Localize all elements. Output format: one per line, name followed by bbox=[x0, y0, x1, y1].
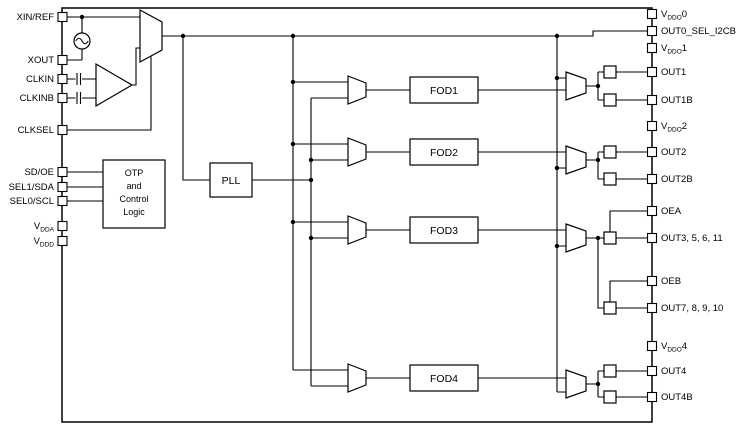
svg-text:OUT4B: OUT4B bbox=[661, 392, 693, 403]
pin-sd-oe: SD/OE bbox=[24, 166, 68, 178]
svg-text:XOUT: XOUT bbox=[28, 55, 55, 66]
pin-vdda: VDDA bbox=[34, 220, 68, 234]
capacitor-icon bbox=[76, 73, 82, 104]
pin-out0-sel-i2cb: OUT0_SEL_I2CB bbox=[646, 25, 736, 37]
svg-text:CLKSEL: CLKSEL bbox=[18, 125, 54, 136]
fod1-label: FOD1 bbox=[430, 85, 458, 97]
svg-text:VDDO2: VDDO2 bbox=[661, 121, 687, 134]
pin-vddd: VDDD bbox=[34, 235, 68, 249]
svg-text:OUT4: OUT4 bbox=[661, 366, 686, 377]
pll-label: PLL bbox=[222, 175, 241, 187]
pin-sel1-sda: SEL1/SDA bbox=[9, 181, 68, 193]
svg-text:SD/OE: SD/OE bbox=[24, 167, 54, 178]
svg-text:OUT2B: OUT2B bbox=[661, 174, 693, 185]
pin-vddo2: VDDO2 bbox=[646, 120, 687, 134]
out3-group-buffer bbox=[603, 231, 617, 245]
out3-mux bbox=[565, 223, 587, 253]
out1-mux bbox=[565, 71, 587, 101]
out7-group-buffer bbox=[603, 301, 617, 315]
svg-text:OEB: OEB bbox=[661, 276, 681, 287]
svg-text:OUT0_SEL_I2CB: OUT0_SEL_I2CB bbox=[661, 26, 736, 37]
pin-clkinb: CLKINB bbox=[20, 92, 68, 104]
fod2-label: FOD2 bbox=[430, 147, 458, 159]
output-muxes bbox=[565, 71, 587, 399]
svg-text:OUT1B: OUT1B bbox=[661, 95, 693, 106]
svg-text:VDDA: VDDA bbox=[34, 221, 55, 234]
out1-buffer bbox=[603, 65, 617, 79]
pin-out3-5-6-11: OUT3, 5, 6, 11 bbox=[646, 232, 723, 244]
otp-control-block: OTP and Control Logic bbox=[102, 159, 166, 229]
fod2-block: FOD2 bbox=[409, 138, 479, 166]
svg-text:VDDO4: VDDO4 bbox=[661, 341, 687, 354]
fod3-block: FOD3 bbox=[409, 216, 479, 244]
svg-text:OUT1: OUT1 bbox=[661, 67, 686, 78]
fod3-label: FOD3 bbox=[430, 225, 458, 237]
oscillator-icon bbox=[73, 32, 91, 50]
pin-out7-8-9-10: OUT7, 8, 9, 10 bbox=[646, 302, 723, 314]
pin-out4b: OUT4B bbox=[646, 391, 693, 403]
out4-buffer bbox=[603, 364, 617, 378]
fod-input-muxes bbox=[347, 75, 367, 393]
fod1-input-mux bbox=[347, 75, 367, 105]
junction-dots bbox=[79, 14, 601, 387]
clock-select-mux bbox=[139, 8, 163, 64]
svg-text:OUT7, 8, 9, 10: OUT7, 8, 9, 10 bbox=[661, 303, 723, 314]
pin-clksel: CLKSEL bbox=[18, 124, 68, 136]
left-pins: XIN/REF XOUT CLKIN CLKINB CLKSEL SD/OE S… bbox=[9, 11, 68, 249]
pin-xout: XOUT bbox=[28, 54, 68, 66]
pin-vddo1: VDDO1 bbox=[646, 42, 687, 56]
out4-mux bbox=[565, 369, 587, 399]
fod4-block: FOD4 bbox=[409, 364, 479, 392]
otp-label-line1: OTP bbox=[125, 168, 144, 178]
svg-text:OUT2: OUT2 bbox=[661, 147, 686, 158]
pin-out1b: OUT1B bbox=[646, 94, 693, 106]
fod2-input-mux bbox=[347, 137, 367, 167]
fod1-block: FOD1 bbox=[409, 76, 479, 104]
out4b-buffer bbox=[603, 390, 617, 404]
wires bbox=[67, 16, 647, 398]
pin-vddo4: VDDO4 bbox=[646, 340, 687, 354]
out2-mux bbox=[565, 145, 587, 175]
pin-out2: OUT2 bbox=[646, 146, 686, 158]
svg-text:VDDO0: VDDO0 bbox=[661, 9, 687, 22]
fod4-input-mux bbox=[347, 363, 367, 393]
input-buffer-icon bbox=[95, 62, 134, 108]
pin-out1: OUT1 bbox=[646, 66, 686, 78]
pin-clkin: CLKIN bbox=[26, 73, 68, 85]
pin-out4: OUT4 bbox=[646, 365, 686, 377]
output-buffers bbox=[603, 65, 617, 404]
fod4-label: FOD4 bbox=[430, 373, 458, 385]
otp-label-line2: and bbox=[126, 181, 141, 191]
svg-text:VDDO1: VDDO1 bbox=[661, 43, 687, 56]
svg-text:VDDD: VDDD bbox=[34, 236, 55, 249]
otp-label-line3: Control bbox=[119, 194, 148, 204]
pin-xin-ref: XIN/REF bbox=[17, 11, 68, 23]
svg-text:OEA: OEA bbox=[661, 206, 682, 217]
pll-block: PLL bbox=[209, 162, 253, 198]
svg-text:SEL1/SDA: SEL1/SDA bbox=[9, 182, 55, 193]
out2-buffer bbox=[603, 145, 617, 159]
svg-text:CLKINB: CLKINB bbox=[20, 93, 54, 104]
fod-blocks: FOD1 FOD2 FOD3 FOD4 bbox=[409, 76, 479, 392]
pin-oeb: OEB bbox=[646, 275, 681, 287]
pin-vddo0: VDDO0 bbox=[646, 8, 687, 22]
pin-sel0-scl: SEL0/SCL bbox=[10, 195, 68, 207]
svg-text:XIN/REF: XIN/REF bbox=[17, 12, 55, 23]
svg-text:OUT3, 5, 6, 11: OUT3, 5, 6, 11 bbox=[661, 233, 723, 244]
out1b-buffer bbox=[603, 93, 617, 107]
svg-text:CLKIN: CLKIN bbox=[26, 74, 54, 85]
right-pins: VDDO0 OUT0_SEL_I2CB VDDO1 OUT1 OUT1B VDD… bbox=[646, 8, 736, 403]
otp-label-line4: Logic bbox=[123, 207, 145, 217]
svg-text:SEL0/SCL: SEL0/SCL bbox=[10, 196, 54, 207]
fod3-input-mux bbox=[347, 215, 367, 245]
out2b-buffer bbox=[603, 172, 617, 186]
pin-oea: OEA bbox=[646, 205, 682, 217]
pin-out2b: OUT2B bbox=[646, 173, 693, 185]
